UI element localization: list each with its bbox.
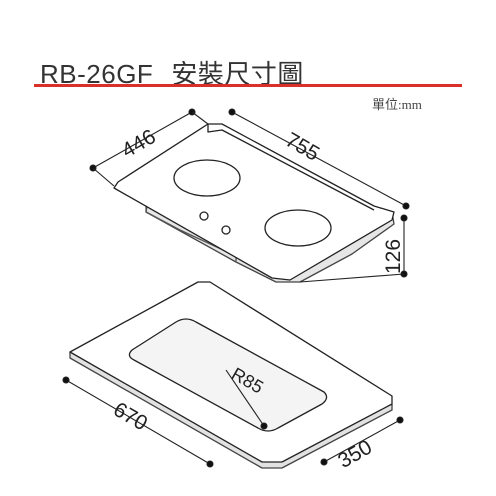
hob-back-edge xyxy=(207,124,375,211)
dim-755-end-a xyxy=(228,108,236,116)
dim-755-end-b xyxy=(402,202,410,210)
dim-350-label: 350 xyxy=(334,436,376,473)
right-knob xyxy=(221,225,231,235)
dim-126-ext xyxy=(299,273,405,283)
title-underline xyxy=(34,84,462,87)
unit-label: 單位:mm xyxy=(372,97,422,112)
hob-illustration xyxy=(113,123,395,283)
dim-350-end-a xyxy=(320,458,328,466)
cutout-opening xyxy=(128,318,328,432)
dim-446-line xyxy=(92,111,193,169)
dim-670-line xyxy=(65,379,211,465)
left-knob xyxy=(199,211,209,221)
dim-r85-end xyxy=(260,422,268,430)
dim-446-label: 446 xyxy=(118,125,160,162)
dim-350-end-b xyxy=(396,416,404,424)
dim-r85-leader xyxy=(225,369,265,427)
dim-670-end-a xyxy=(62,376,70,384)
cutout-dimension-lines xyxy=(62,369,404,468)
hob-glass-top xyxy=(113,123,395,281)
dim-446-ext xyxy=(92,167,115,187)
dim-670-label: 670 xyxy=(109,398,151,435)
countertop-illustration xyxy=(69,281,393,469)
dim-670-end-b xyxy=(206,460,214,468)
left-burner xyxy=(173,159,241,197)
dim-755-line xyxy=(231,111,407,207)
dim-126-label: 126 xyxy=(382,239,405,274)
dim-126-end-a xyxy=(400,214,408,222)
hob-dimension-lines xyxy=(89,108,410,283)
hob-lower-box xyxy=(145,206,237,257)
dim-755-ext xyxy=(191,111,209,125)
right-burner xyxy=(264,209,332,247)
dim-350-line xyxy=(323,419,401,463)
